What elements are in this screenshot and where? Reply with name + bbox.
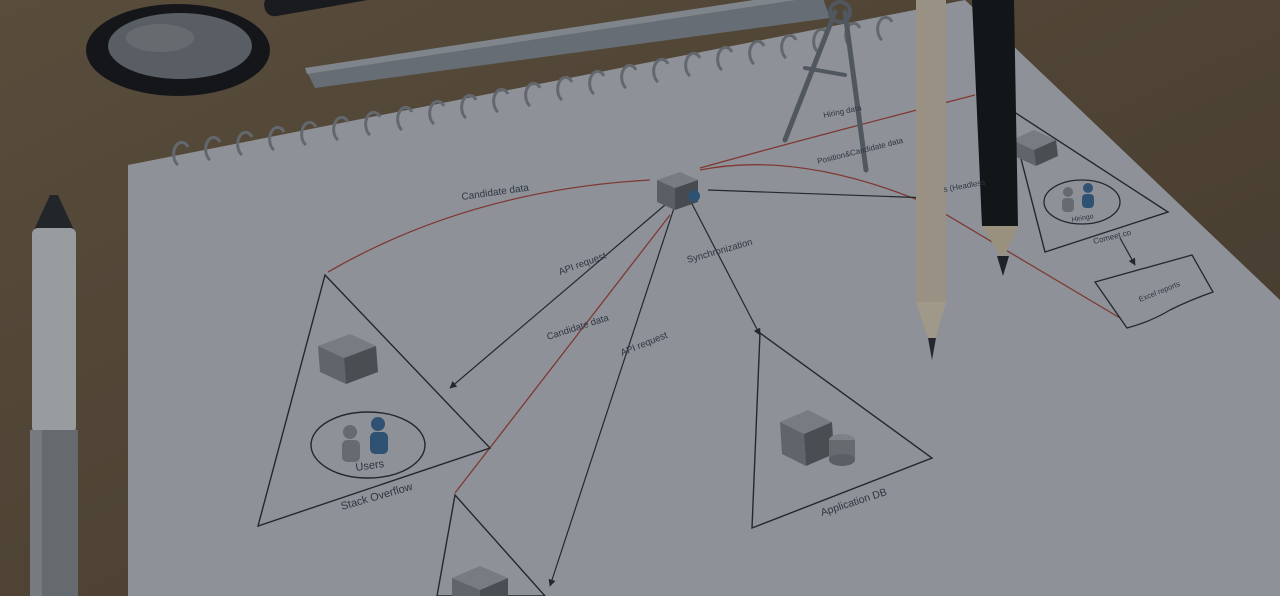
- magnifying-glass: [86, 0, 447, 96]
- central-server-icon: [657, 172, 700, 210]
- black-pencil: [972, 0, 1018, 276]
- wooden-pencil: [916, 0, 946, 360]
- hiringo-group: [1006, 106, 1170, 253]
- drawing-compass: [782, 0, 869, 173]
- stack-overflow-group: [256, 273, 492, 528]
- excel-reports-doc: [1093, 254, 1214, 329]
- database-icon: [780, 410, 855, 466]
- server-icon-right: [1012, 130, 1058, 166]
- label-hiringo: Hiringo: [1071, 213, 1094, 224]
- application-db-group: [751, 331, 934, 530]
- users-icon: [342, 417, 388, 462]
- black-connectors: [449, 189, 1136, 587]
- server-icon-bottom: [452, 566, 508, 596]
- white-pen: [30, 195, 78, 596]
- users-ellipse: [310, 411, 426, 479]
- steel-ruler: [305, 0, 830, 88]
- server-icon: [318, 334, 378, 384]
- bottom-service-group: [436, 493, 546, 596]
- hiringo-users-icon: [1062, 183, 1094, 212]
- spiral-binding: [172, 15, 894, 167]
- label-users: Users: [355, 458, 386, 474]
